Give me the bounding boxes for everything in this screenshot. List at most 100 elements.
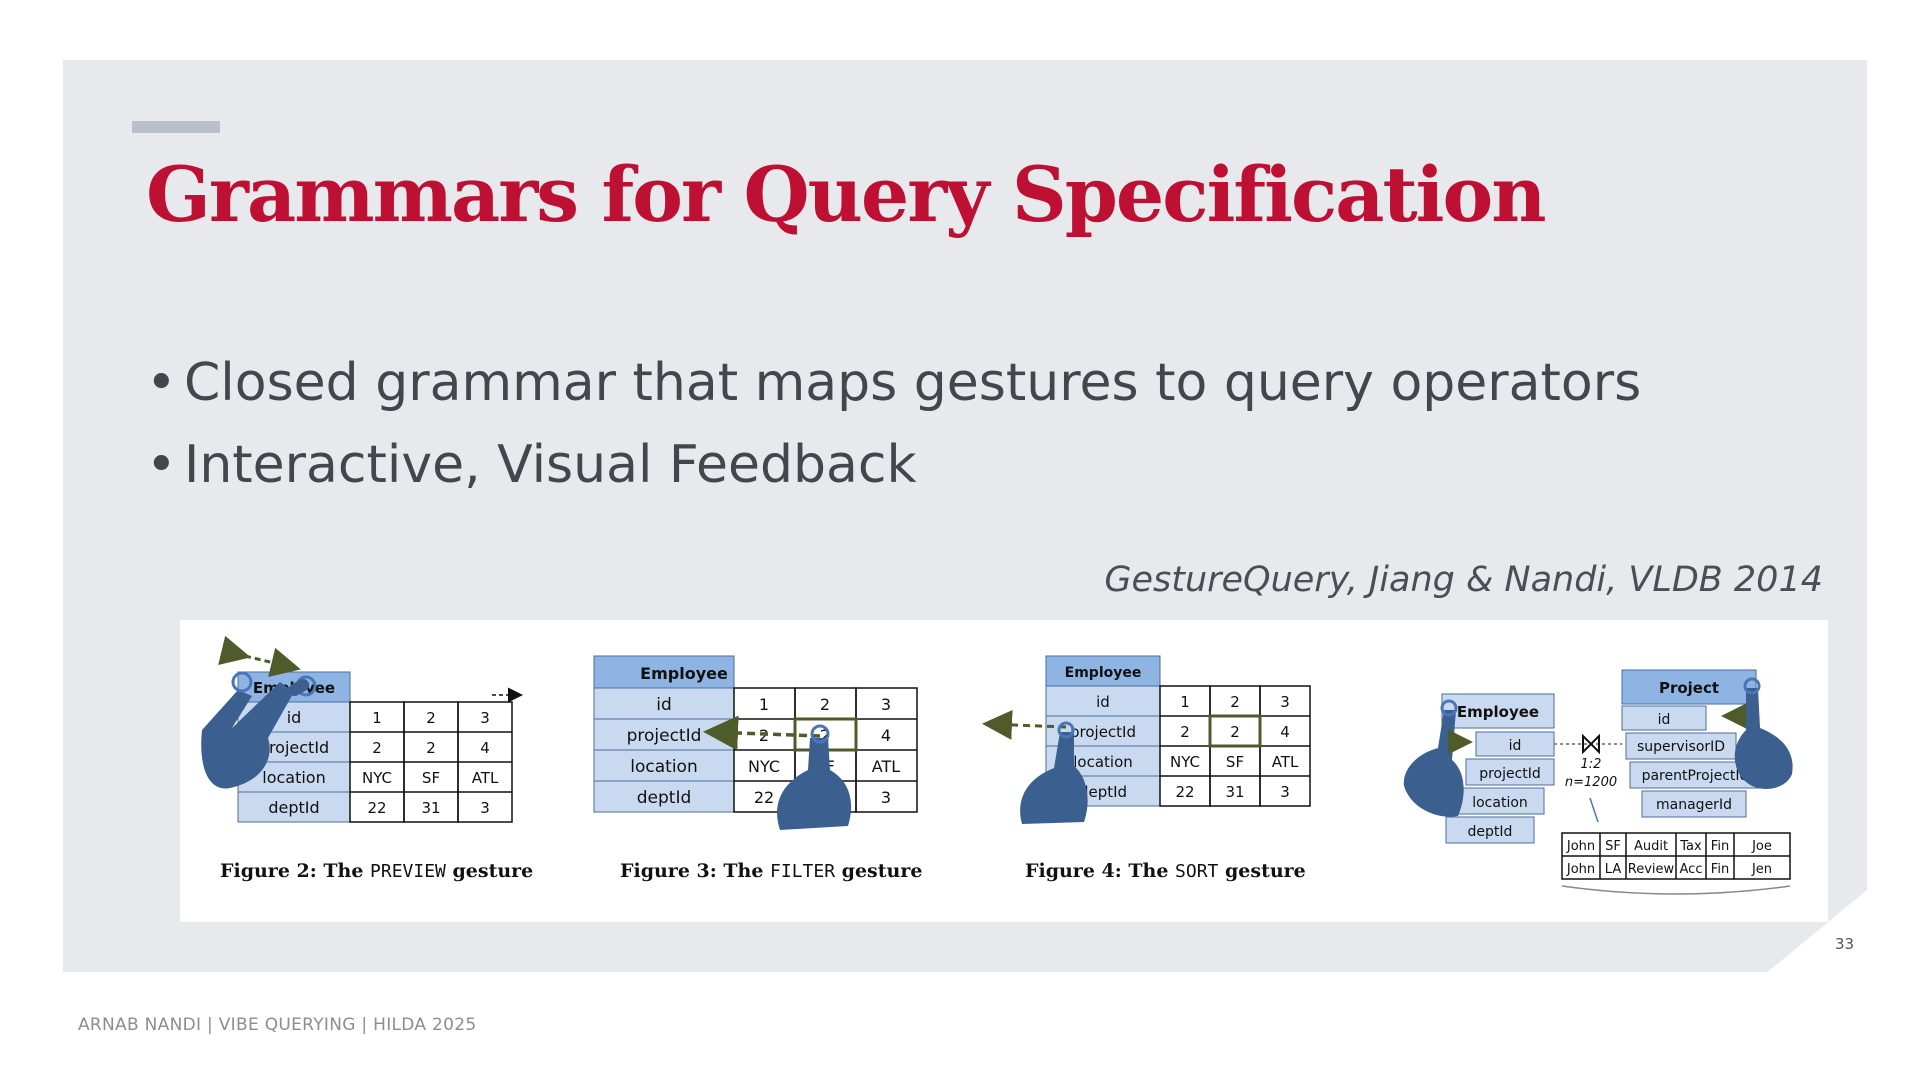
- value-cell: 2: [820, 695, 830, 714]
- value-cell: NYC: [748, 757, 780, 776]
- result-cell: SF: [1605, 839, 1621, 854]
- attribute-label: id: [287, 708, 302, 727]
- figure-caption-sort: Figure 4: The SORT gesture: [1025, 860, 1306, 882]
- value-cell: 4: [480, 739, 490, 757]
- value-cell: 31: [421, 799, 440, 817]
- value-cell: 31: [1225, 783, 1244, 801]
- value-cell: ATL: [472, 769, 499, 787]
- figure-preview: Employee id projectId location deptId 1 …: [201, 635, 533, 882]
- figure-join: Employee id projectId location deptId Pr…: [1403, 669, 1793, 895]
- attribute-column: id projectId location deptId: [593, 687, 735, 813]
- attribute-cell: [593, 780, 735, 813]
- attribute-label: deptId: [268, 798, 319, 817]
- project-attribute-label: supervisorID: [1637, 739, 1725, 755]
- result-cell: Jen: [1751, 862, 1772, 877]
- bullet-item: •Interactive, Visual Feedback: [146, 424, 1641, 506]
- value-cell: 3: [480, 799, 490, 817]
- bullet-text: Interactive, Visual Feedback: [184, 435, 917, 495]
- caption-prefix: Figure 4: The: [1025, 860, 1175, 882]
- value-cell: NYC: [362, 769, 392, 787]
- figure-sort: Employee id projectId location deptId 1 …: [982, 655, 1311, 882]
- result-cell: Joe: [1751, 839, 1772, 854]
- result-cell: Fin: [1711, 839, 1729, 854]
- employee-header-cell: [1441, 693, 1555, 729]
- employee-header-text: Employee: [640, 664, 728, 683]
- value-cell: 2: [426, 709, 436, 727]
- attribute-label: deptId: [637, 788, 692, 808]
- bullet-text: Closed grammar that maps gestures to que…: [184, 353, 1642, 413]
- attribute-label: id: [656, 695, 672, 715]
- bullet-list: •Closed grammar that maps gestures to qu…: [146, 342, 1641, 506]
- employee-header-text: Employee: [1457, 703, 1539, 721]
- value-cell: 3: [881, 695, 891, 714]
- result-brace: [1561, 885, 1791, 895]
- bullet-item: •Closed grammar that maps gestures to qu…: [146, 342, 1641, 424]
- figure-caption-filter: Figure 3: The FILTER gesture: [620, 860, 922, 882]
- result-cell: LA: [1605, 862, 1622, 877]
- caption-suffix: gesture: [835, 860, 922, 882]
- pointing-hand-icon: [1020, 721, 1088, 824]
- project-attribute-cell: [1625, 732, 1737, 760]
- value-cell: 22: [1175, 783, 1194, 801]
- result-cell: Audit: [1634, 839, 1668, 854]
- project-attribute-label: parentProjectId: [1642, 768, 1749, 784]
- value-cells: 1 2 3 2 2 4 NYC SF ATL 22 31 3: [1170, 693, 1299, 801]
- attribute-cell: [593, 687, 735, 720]
- result-cell: Fin: [1711, 862, 1729, 877]
- pinch-hand-icon: [201, 671, 317, 789]
- value-cell: 2: [1230, 693, 1240, 711]
- value-grid: [349, 701, 513, 823]
- pointing-hand-icon: [777, 724, 852, 830]
- value-cell: 2: [820, 726, 830, 745]
- attribute-cell: [1475, 731, 1555, 757]
- selected-value-cell: [1208, 714, 1262, 748]
- value-cell: SF: [422, 769, 440, 787]
- attribute-label: deptId: [1468, 824, 1513, 840]
- slide-footer: ARNAB NANDI | VIBE QUERYING | HILDA 2025: [78, 1015, 477, 1035]
- value-cell: 22: [754, 788, 774, 807]
- attribute-cell: [1465, 758, 1555, 786]
- citation: GestureQuery, Jiang & Nandi, VLDB 2014: [1104, 560, 1823, 600]
- join-count: n=1200: [1565, 775, 1617, 790]
- drag-arrow-icon: [703, 715, 821, 751]
- attribute-label: projectId: [627, 726, 702, 746]
- join-ratio: 1:2: [1581, 757, 1602, 772]
- attribute-cell: [1045, 685, 1161, 717]
- figure-filter: Employee id projectId location deptId 1 …: [593, 655, 922, 882]
- caption-keyword: PREVIEW: [370, 861, 446, 882]
- attribute-label: location: [1472, 795, 1528, 811]
- value-cell: ATL: [872, 757, 900, 776]
- value-cell: NYC: [1170, 753, 1200, 771]
- employee-header-cell: [593, 655, 735, 689]
- value-cell: 3: [881, 788, 891, 807]
- caption-suffix: gesture: [1218, 860, 1305, 882]
- attribute-label: id: [1509, 738, 1522, 754]
- slide-title: Grammars for Query Specification: [146, 150, 1546, 239]
- project-attribute-label: id: [1658, 712, 1671, 728]
- left-hand-icon: [1403, 699, 1464, 817]
- value-cell: 4: [1280, 723, 1290, 741]
- result-cell: Review: [1628, 862, 1675, 877]
- value-cell: 2: [1230, 723, 1240, 741]
- attribute-label: location: [262, 768, 325, 787]
- value-cell: ATL: [1272, 753, 1299, 771]
- right-hand-icon: [1734, 677, 1793, 789]
- value-cell: 2: [426, 739, 436, 757]
- result-cell: John: [1566, 839, 1595, 854]
- value-cell: SF: [1226, 753, 1244, 771]
- project-header-cell: [1621, 669, 1757, 705]
- employee-header-text: Employee: [1065, 665, 1142, 681]
- project-attribute-cell: [1621, 705, 1707, 731]
- attribute-cell: [593, 749, 735, 782]
- caption-prefix: Figure 3: The: [620, 860, 770, 882]
- attribute-label: location: [1073, 753, 1133, 771]
- value-cell: 1: [1180, 693, 1190, 711]
- caption-prefix: Figure 2: The: [220, 860, 370, 882]
- caption-keyword: SORT: [1175, 861, 1219, 882]
- result-cell: Acc: [1680, 862, 1703, 877]
- value-cell: 2: [372, 739, 382, 757]
- attribute-label: id: [1096, 693, 1110, 711]
- attribute-label: deptId: [1079, 783, 1127, 801]
- value-cell: 3: [1280, 693, 1290, 711]
- attribute-cell: [237, 791, 351, 823]
